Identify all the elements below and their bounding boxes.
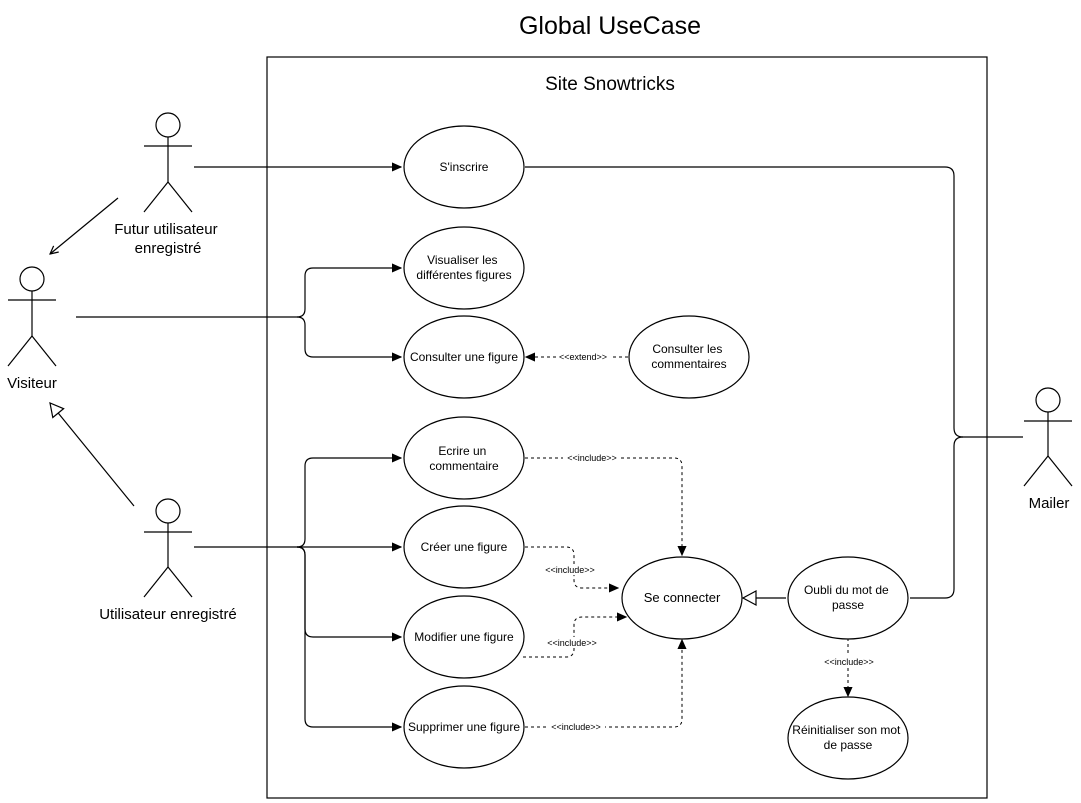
- svg-text:Supprimer une figure: Supprimer une figure: [408, 720, 520, 734]
- actor-label: Utilisateur enregistré: [99, 606, 237, 623]
- svg-text:Créer une figure: Créer une figure: [421, 540, 508, 554]
- include-label-ecrire: <<include>>: [563, 452, 621, 463]
- svg-text:<<extend>>: <<extend>>: [559, 352, 607, 362]
- usecase-creer-figure: Créer une figure: [403, 505, 525, 589]
- usecase-reinitialiser-mot-de-passe: Réinitialiser son mot de passe: [787, 696, 909, 780]
- actor-futur-utilisateur: Futur utilisateur enregistré: [114, 112, 222, 257]
- assoc-oubli-mailer: [910, 436, 964, 599]
- svg-text:Oubli du mot de passe: Oubli du mot de passe: [804, 583, 892, 612]
- assoc-visiteur-visualiser: [76, 268, 401, 318]
- assoc-utilisateur-supprimer: [296, 546, 401, 727]
- actor-label: Visiteur: [7, 375, 57, 392]
- svg-text:<<include>>: <<include>>: [551, 722, 601, 732]
- include-label-supprimer: <<include>>: [547, 721, 605, 732]
- system-boundary: [266, 56, 988, 799]
- svg-text:Modifier une figure: Modifier une figure: [414, 630, 514, 644]
- usecase-consulter-commentaires: Consulter les commentaires: [628, 315, 750, 399]
- svg-text:<<include>>: <<include>>: [824, 657, 874, 667]
- system-title: Site Snowtricks: [545, 74, 675, 95]
- usecase-modifier-figure: Modifier une figure: [403, 595, 525, 679]
- extend-label: <<extend>>: [556, 351, 611, 362]
- actor-visiteur: Visiteur: [7, 266, 57, 392]
- svg-text:<<include>>: <<include>>: [567, 453, 617, 463]
- include-label-oubli: <<include>>: [820, 656, 878, 667]
- assoc-sinscrire-mailer: [525, 166, 1023, 438]
- actor-mailer: Mailer: [1023, 387, 1073, 512]
- usecase-consulter-figure: Consulter une figure: [403, 315, 525, 399]
- svg-text:Consulter une figure: Consulter une figure: [410, 350, 518, 364]
- assoc-visiteur-consulter: [296, 316, 401, 357]
- actor-label: Futur utilisateur enregistré: [114, 221, 222, 257]
- usecase-se-connecter: Se connecter: [621, 556, 743, 640]
- svg-text:Visualiser les différent: Visualiser les différentes figures: [416, 253, 511, 282]
- usecase-sinscrire: S'inscrire: [403, 125, 525, 209]
- svg-text:Réinitialiser son mot de: Réinitialiser son mot de passe: [792, 723, 903, 752]
- svg-text:<<include>>: <<include>>: [547, 638, 597, 648]
- svg-text:Se connecter: Se connecter: [644, 590, 721, 605]
- usecase-visualiser-figures: Visualiser les différentes figures: [403, 226, 525, 310]
- usecase-supprimer-figure: Supprimer une figure: [403, 685, 525, 769]
- svg-text:S'inscrire: S'inscrire: [440, 160, 489, 174]
- svg-text:<<include>>: <<include>>: [545, 565, 595, 575]
- generalization-utilisateur-to-visiteur: [49, 402, 135, 507]
- svg-text:Ecrire un commentaire: Ecrire un commentaire: [429, 444, 499, 473]
- include-label-creer: <<include>>: [541, 564, 599, 575]
- generalization-futur-to-visiteur: [50, 197, 119, 254]
- svg-text:Consulter les commentair: Consulter les commentaires: [651, 342, 726, 371]
- actor-utilisateur-enregistre: Utilisateur enregistré: [99, 498, 237, 623]
- usecase-oubli-mot-de-passe: Oubli du mot de passe: [787, 556, 909, 640]
- usecase-ecrire-commentaire: Ecrire un commentaire: [403, 416, 525, 500]
- diagram-title: Global UseCase: [519, 12, 701, 40]
- include-label-modifier: <<include>>: [543, 637, 601, 648]
- actor-label: Mailer: [1029, 495, 1070, 512]
